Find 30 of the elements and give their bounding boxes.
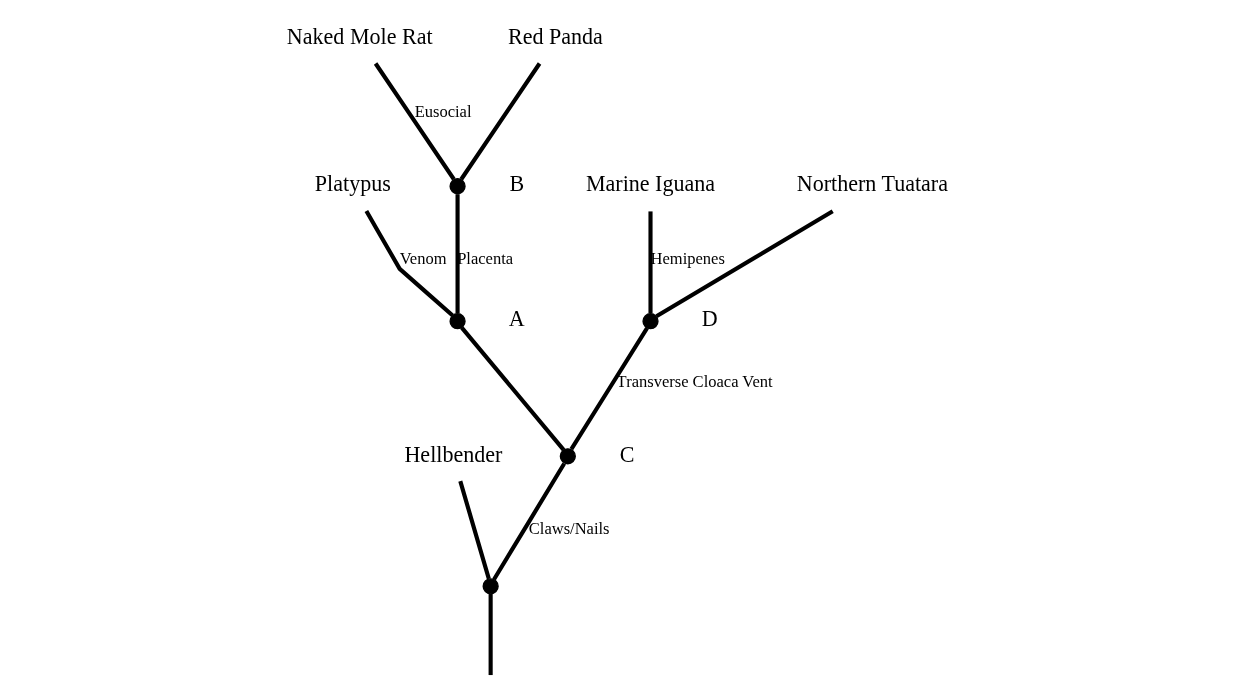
node-circle [449,178,466,195]
edge-label: Transverse Cloaca Vent [616,371,773,391]
connector [655,209,834,319]
node-label: D [701,306,718,332]
node-text: Red Panda [507,23,603,49]
connector [460,326,566,452]
connector [364,210,454,318]
node-text: Northern Tuatara [796,171,949,197]
node-text: Naked Mole Rat [286,23,433,49]
connector [455,194,460,314]
node-circle [449,313,466,330]
edge-label: Claws/Nails [528,519,610,539]
connector [488,593,493,676]
node-label: B [509,171,525,197]
connector [492,462,566,581]
node-text: Hellbender [404,441,503,467]
connector [648,211,653,314]
connector [459,62,542,181]
node-circle [642,313,659,330]
connector [458,480,491,580]
node-label: C [619,441,635,467]
edge-label: Eusocial [414,101,472,121]
node-circle [559,448,576,465]
connector [373,62,456,181]
node-circle [482,578,499,595]
connector [569,327,649,451]
edge-label: Venom [399,249,447,269]
node-label: A [508,306,525,332]
node-text: Marine Iguana [585,171,716,197]
node-text: Platypus [314,171,391,197]
